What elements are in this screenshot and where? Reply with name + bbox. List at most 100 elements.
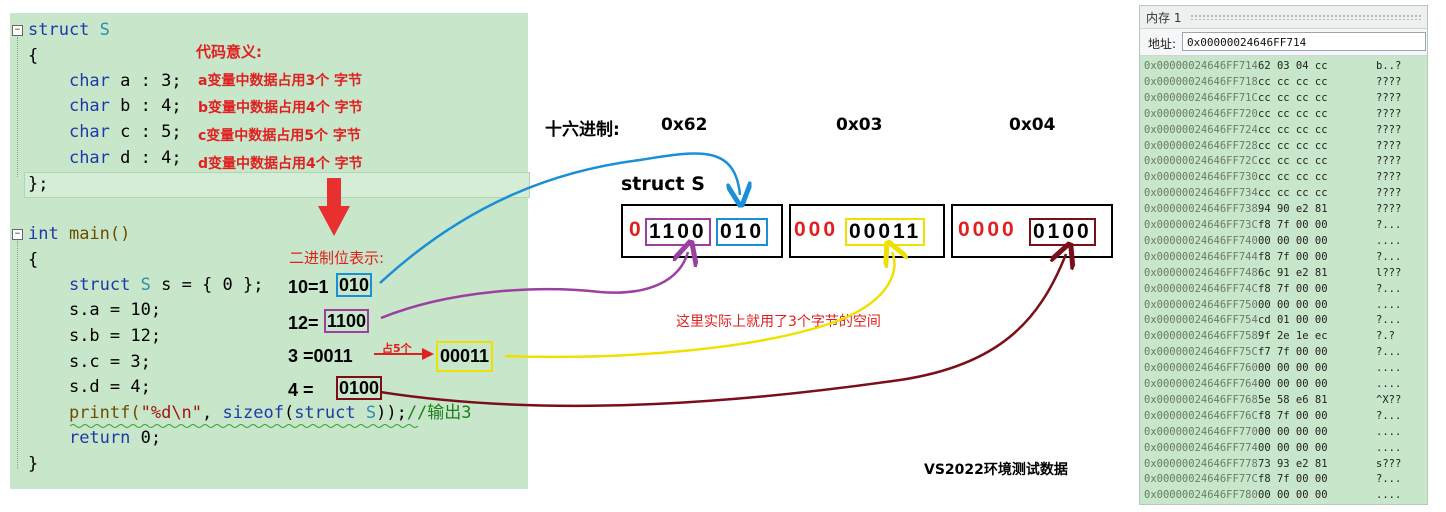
fold-struct-toggle[interactable]: − [12,25,23,36]
code-editor[interactable]: − − struct S { char a : 3; char b : 4; c… [10,13,530,489]
code-line-return[interactable]: return 0; [68,428,162,448]
code-line-assign-d[interactable]: s.d = 4; [68,377,151,397]
memory-row-ascii: .... [1376,425,1402,438]
memory-row-address: 0x00000024646FF754 [1144,314,1258,327]
memory-window[interactable]: 内存 1 地址: 0x00000024646FF714 0x0000002464… [1139,5,1428,505]
memory-address-input[interactable]: 0x00000024646FF714 [1182,32,1426,51]
memory-row-address: 0x00000024646FF730 [1144,171,1258,184]
code-line-close-brace[interactable]: }; [28,174,49,194]
hex-value-0: 0x62 [661,115,708,135]
memory-drag-grip[interactable] [1190,14,1422,20]
code-line-field-c[interactable]: char c : 5; [68,122,182,142]
memory-title-bar[interactable]: 内存 1 [1140,6,1427,29]
code-line-assign-a[interactable]: s.a = 10; [68,300,162,320]
memory-row-ascii: ???? [1376,75,1402,88]
memory-row-bytes: cc cc cc cc [1258,155,1328,168]
code-line-main-close[interactable]: } [28,454,39,474]
memory-row-address: 0x00000024646FF71C [1144,91,1258,104]
code-line-main[interactable]: int main() [28,224,131,244]
memory-row-ascii: .... [1376,378,1402,390]
code-line-decl[interactable]: struct S s = { 0 }; [68,275,264,295]
code-line-field-d[interactable]: char d : 4; [68,148,182,168]
connector-purple [380,252,688,320]
binary-title: 二进制位表示: [289,249,385,267]
bin-row-a: 10=1 [288,277,329,297]
memory-row-ascii: ???? [1376,123,1402,136]
memory-row-bytes: cc cc cc cc [1258,171,1328,184]
memory-address-bar: 地址: 0x00000024646FF714 [1140,29,1427,56]
memory-row-ascii: .... [1376,362,1402,375]
memory-row-bytes: f8 7f 00 00 [1258,219,1328,231]
memory-row-ascii: ?... [1376,250,1402,263]
memory-row-bytes: 73 93 e2 81 [1258,457,1328,470]
memory-row-bytes: cc cc cc cc [1258,91,1328,104]
memory-row-address: 0x00000024646FF724 [1144,123,1258,136]
code-line-printf[interactable]: printf("%d\n", sizeof(struct S));//输出3 [68,403,472,423]
memory-row-address: 0x00000024646FF734 [1144,187,1258,200]
memory-row-ascii: s??? [1376,457,1402,470]
code-line-main-open[interactable]: { [28,250,39,270]
fold-main-toggle[interactable]: − [12,229,23,240]
code-line-field-a[interactable]: char a : 3; [68,71,182,91]
memory-row-bytes: 6c 91 e2 81 [1258,266,1328,279]
meaning-d: d变量中数据占用4个 字节 [198,156,363,172]
code-line-open-brace[interactable]: { [28,46,39,66]
memory-row-ascii: .... [1376,298,1402,311]
bin-box-a: 010 [336,273,373,297]
red-right-arrow-icon [374,348,434,360]
memory-row-address: 0x00000024646FF728 [1144,139,1258,152]
hex-value-2: 0x04 [1009,115,1056,135]
memory-row-bytes: cc cc cc cc [1258,107,1328,120]
memory-row-ascii: ?... [1376,314,1402,327]
memory-row-ascii: .... [1376,234,1402,247]
struct-label: struct S [621,173,705,195]
memory-row-ascii: .... [1376,489,1402,502]
space-note: 这里实际上就用了3个字节的空间 [676,314,881,330]
memory-row-address: 0x00000024646FF764 [1144,378,1258,390]
code-line-field-b[interactable]: char b : 4; [68,96,182,116]
byte0-padding-bits: 0 [629,218,644,241]
code-line-assign-c[interactable]: s.c = 3; [68,352,151,372]
memory-row-address: 0x00000024646FF750 [1144,298,1258,311]
hex-label: 十六进制: [545,120,620,140]
memory-row-ascii: b..? [1376,60,1402,72]
memory-row-address: 0x00000024646FF738 [1144,203,1258,216]
memory-row-address: 0x00000024646FF748 [1144,266,1258,279]
squiggle-underline [70,424,419,428]
code-line-assign-b[interactable]: s.b = 12; [68,326,162,346]
memory-row-bytes: 00 00 00 00 [1258,378,1328,390]
code-line-struct[interactable]: struct S [28,20,110,40]
memory-row-ascii: ???? [1376,203,1402,216]
meaning-a: a变量中数据占用3个 字节 [198,73,363,89]
env-note: VS2022环境测试数据 [924,462,1068,478]
memory-row-bytes: 00 00 00 00 [1258,298,1328,311]
